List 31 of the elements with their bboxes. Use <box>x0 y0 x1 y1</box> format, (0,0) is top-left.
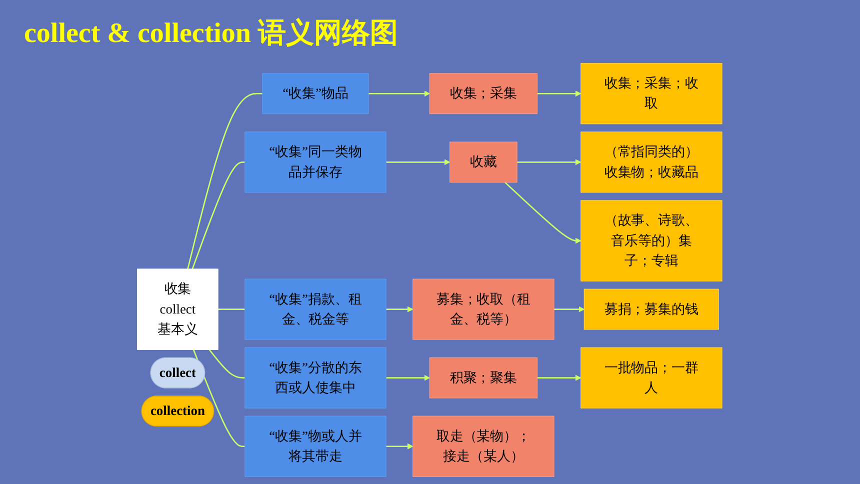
arrow <box>554 306 585 312</box>
node-box: 积聚；聚集 <box>430 357 538 398</box>
connector <box>209 349 246 378</box>
node-box: 收藏 <box>450 142 518 183</box>
arrow <box>538 90 582 97</box>
connector <box>218 308 246 310</box>
node-box: （故事、诗歌、音乐等的）集子；专辑 <box>580 200 723 282</box>
node-box: “收集”分散的东西或人使集中 <box>244 347 387 408</box>
diagram-title: collect & collection 语义网络图 <box>24 17 398 51</box>
node-box: 取走（某物）；接走（某人） <box>412 416 555 477</box>
node-box: “收集”捐款、租金、税金等 <box>244 278 387 340</box>
arrow <box>386 159 450 166</box>
arrow <box>517 159 582 166</box>
arrow <box>386 374 430 381</box>
arrow <box>504 182 582 244</box>
node-box: 一批物品；一群人 <box>580 347 723 408</box>
node-box: 募集；收取（租金、税等） <box>412 278 555 340</box>
arrow <box>386 443 414 450</box>
arrow <box>368 90 430 97</box>
node-box: “收集”同一类物品并保存 <box>244 132 387 193</box>
node-box: 收集；采集 <box>430 73 538 114</box>
node-box: （常指同类的）收集物；收藏品 <box>580 132 723 193</box>
connector <box>187 92 263 270</box>
node-box: 收集 collect 基本义 <box>137 268 219 350</box>
arrow <box>538 374 582 381</box>
node-box: 收集；采集；收取 <box>580 63 723 124</box>
node-box: “收集”物品 <box>262 73 370 114</box>
arrow <box>386 306 414 312</box>
node-box: “收集”物或人并将其带走 <box>244 416 387 477</box>
connector <box>192 161 246 270</box>
node-box: 募捐；募集的钱 <box>584 288 720 330</box>
